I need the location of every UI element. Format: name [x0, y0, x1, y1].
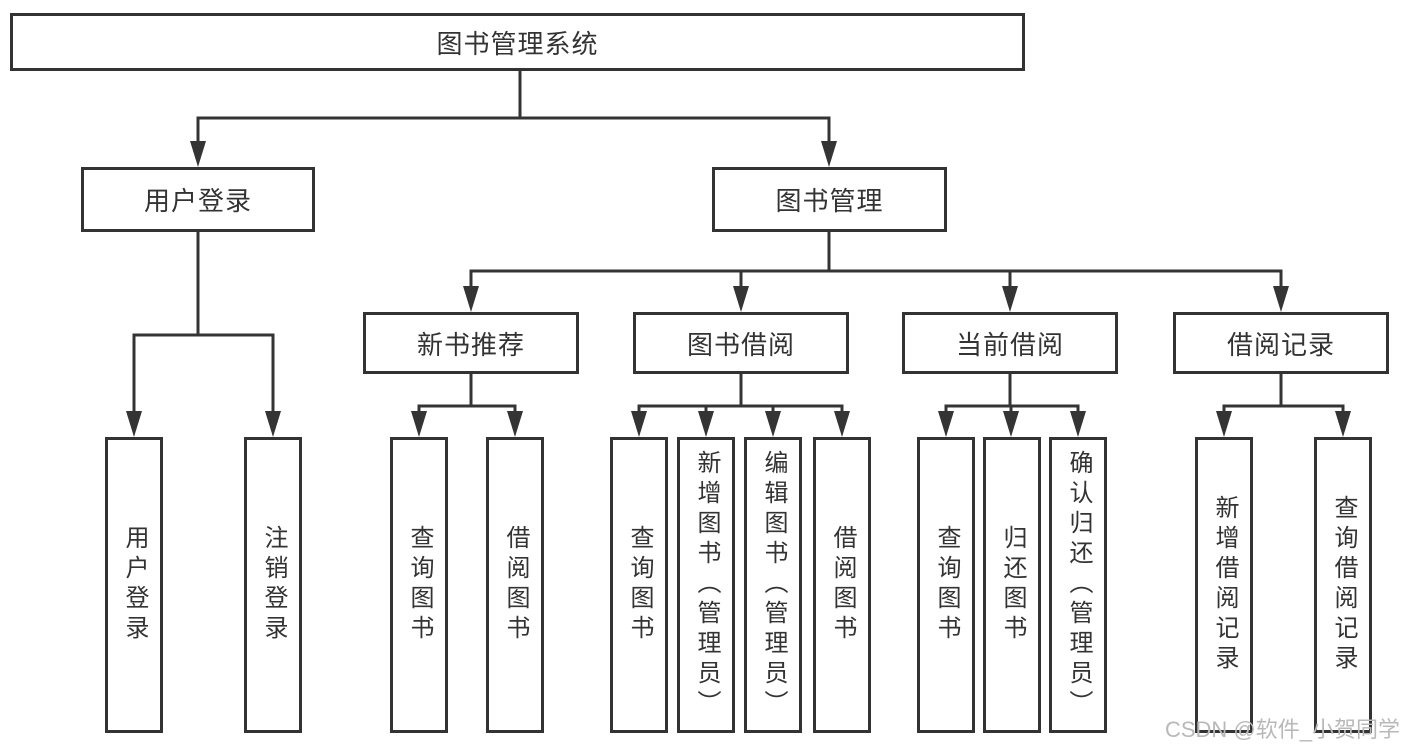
- node-current-borrowing: 当前借阅: [902, 312, 1118, 374]
- node-borrowing-records: 借阅记录: [1173, 312, 1389, 374]
- node-label: 用户登录: [143, 186, 252, 216]
- leaf-add-borrow-record: 新增借阅记录: [1195, 437, 1253, 733]
- node-book-borrowing: 图书借阅: [633, 312, 849, 374]
- node-library-management-system: 图书管理系统: [10, 13, 1025, 71]
- leaf-label: 借阅图书: [829, 525, 856, 645]
- leaf-return-books: 归还图书: [983, 437, 1041, 733]
- leaf-label: 确认归还（管理员）: [1065, 450, 1092, 720]
- node-label: 新书推荐: [416, 329, 525, 360]
- leaf-edit-books-admin: 编辑图书（管理员）: [744, 437, 802, 733]
- leaf-label: 新增借阅记录: [1211, 495, 1238, 675]
- node-book-management: 图书管理: [712, 167, 947, 232]
- leaf-label: 新增图书（管理员）: [693, 450, 720, 720]
- node-label: 图书借阅: [686, 329, 795, 360]
- leaf-label: 查询图书: [626, 525, 653, 645]
- leaf-query-books: 查询图书: [917, 437, 975, 733]
- leaf-confirm-return-admin: 确认归还（管理员）: [1049, 437, 1107, 733]
- node-label: 图书管理系统: [436, 28, 599, 59]
- leaf-user-login: 用户登录: [105, 437, 163, 733]
- leaf-label: 归还图书: [999, 525, 1026, 645]
- leaf-query-borrow-record: 查询借阅记录: [1314, 437, 1372, 733]
- node-label: 当前借阅: [955, 329, 1064, 360]
- leaf-label: 借阅图书: [502, 525, 529, 645]
- node-user-login: 用户登录: [81, 167, 315, 232]
- node-label: 借阅记录: [1226, 329, 1335, 360]
- leaf-logout: 注销登录: [244, 437, 302, 733]
- leaf-add-books-admin: 新增图书（管理员）: [677, 437, 735, 733]
- leaf-label: 查询图书: [933, 525, 960, 645]
- leaf-query-books: 查询图书: [390, 437, 448, 733]
- leaf-borrow-books: 借阅图书: [486, 437, 544, 733]
- leaf-label: 编辑图书（管理员）: [760, 450, 787, 720]
- csdn-watermark: CSDN @软件_小贺同学: [1164, 717, 1400, 742]
- node-new-book-recommend: 新书推荐: [363, 312, 579, 374]
- leaf-query-books: 查询图书: [610, 437, 668, 733]
- leaf-label: 注销登录: [260, 525, 287, 645]
- leaf-label: 查询图书: [406, 525, 433, 645]
- node-label: 图书管理: [775, 186, 884, 216]
- leaf-borrow-books: 借阅图书: [813, 437, 871, 733]
- leaf-label: 用户登录: [121, 525, 148, 645]
- leaf-label: 查询借阅记录: [1330, 495, 1357, 675]
